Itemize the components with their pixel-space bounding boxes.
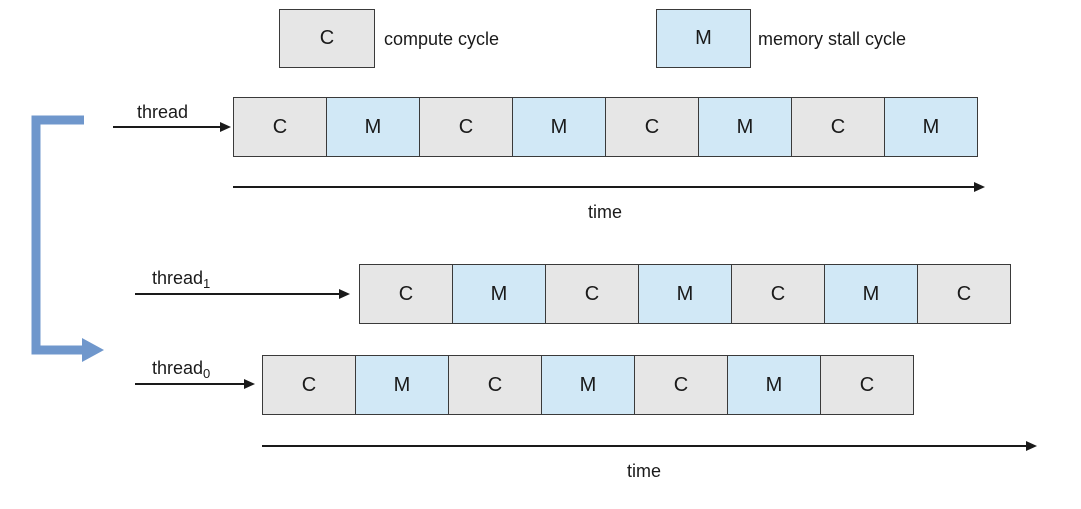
thread0-compute-cell: C (634, 355, 728, 415)
thread0-memory-stall-cell: M (541, 355, 635, 415)
thread0-compute-cell: C (448, 355, 542, 415)
single-time-axis (233, 186, 975, 188)
single-time-label: time (588, 202, 623, 222)
single-thread-memory-stall-cell: M (698, 97, 792, 157)
thread1-label-text: thread (152, 268, 204, 288)
thread0-label: thread0 (152, 359, 210, 380)
thread0-memory-stall-cell: M (727, 355, 821, 415)
single-thread-compute-cell: C (233, 97, 327, 157)
thread1-arrow-head (339, 289, 350, 299)
legend-compute-box: C (279, 9, 375, 68)
single-thread-label: thread (137, 102, 189, 122)
thread1-memory-stall-cell: M (452, 264, 546, 324)
single-thread-arrow-head (220, 122, 231, 132)
thread1-compute-cell: C (731, 264, 825, 324)
legend-compute-letter: C (319, 27, 335, 49)
legend-compute-label: compute cycle (384, 29, 500, 49)
single-thread-compute-cell: C (791, 97, 885, 157)
thread1-compute-cell: C (917, 264, 1011, 324)
dual-time-label: time (627, 461, 662, 481)
thread0-arrow-head (244, 379, 255, 389)
legend-memory-label: memory stall cycle (758, 29, 907, 49)
single-time-axis-head (974, 182, 985, 192)
dual-time-axis (262, 445, 1027, 447)
thread1-label-sub: 1 (203, 276, 211, 291)
dual-time-axis-head (1026, 441, 1037, 451)
thread1-arrow-line (135, 293, 340, 295)
legend-memory-letter: M (695, 27, 712, 49)
thread1-label: thread1 (152, 269, 210, 290)
thread0-compute-cell: C (262, 355, 356, 415)
thread0-arrow-line (135, 383, 245, 385)
thread0-memory-stall-cell: M (355, 355, 449, 415)
thread1-compute-cell: C (545, 264, 639, 324)
single-thread-compute-cell: C (605, 97, 699, 157)
single-thread-memory-stall-cell: M (512, 97, 606, 157)
thread0-compute-cell: C (820, 355, 914, 415)
single-thread-compute-cell: C (419, 97, 513, 157)
legend-memory-box: M (656, 9, 751, 68)
thread1-memory-stall-cell: M (824, 264, 918, 324)
thread0-label-sub: 0 (203, 366, 211, 381)
single-thread-arrow-line (113, 126, 221, 128)
single-thread-memory-stall-cell: M (326, 97, 420, 157)
single-thread-memory-stall-cell: M (884, 97, 978, 157)
thread1-memory-stall-cell: M (638, 264, 732, 324)
thread1-compute-cell: C (359, 264, 453, 324)
thread0-label-text: thread (152, 358, 204, 378)
